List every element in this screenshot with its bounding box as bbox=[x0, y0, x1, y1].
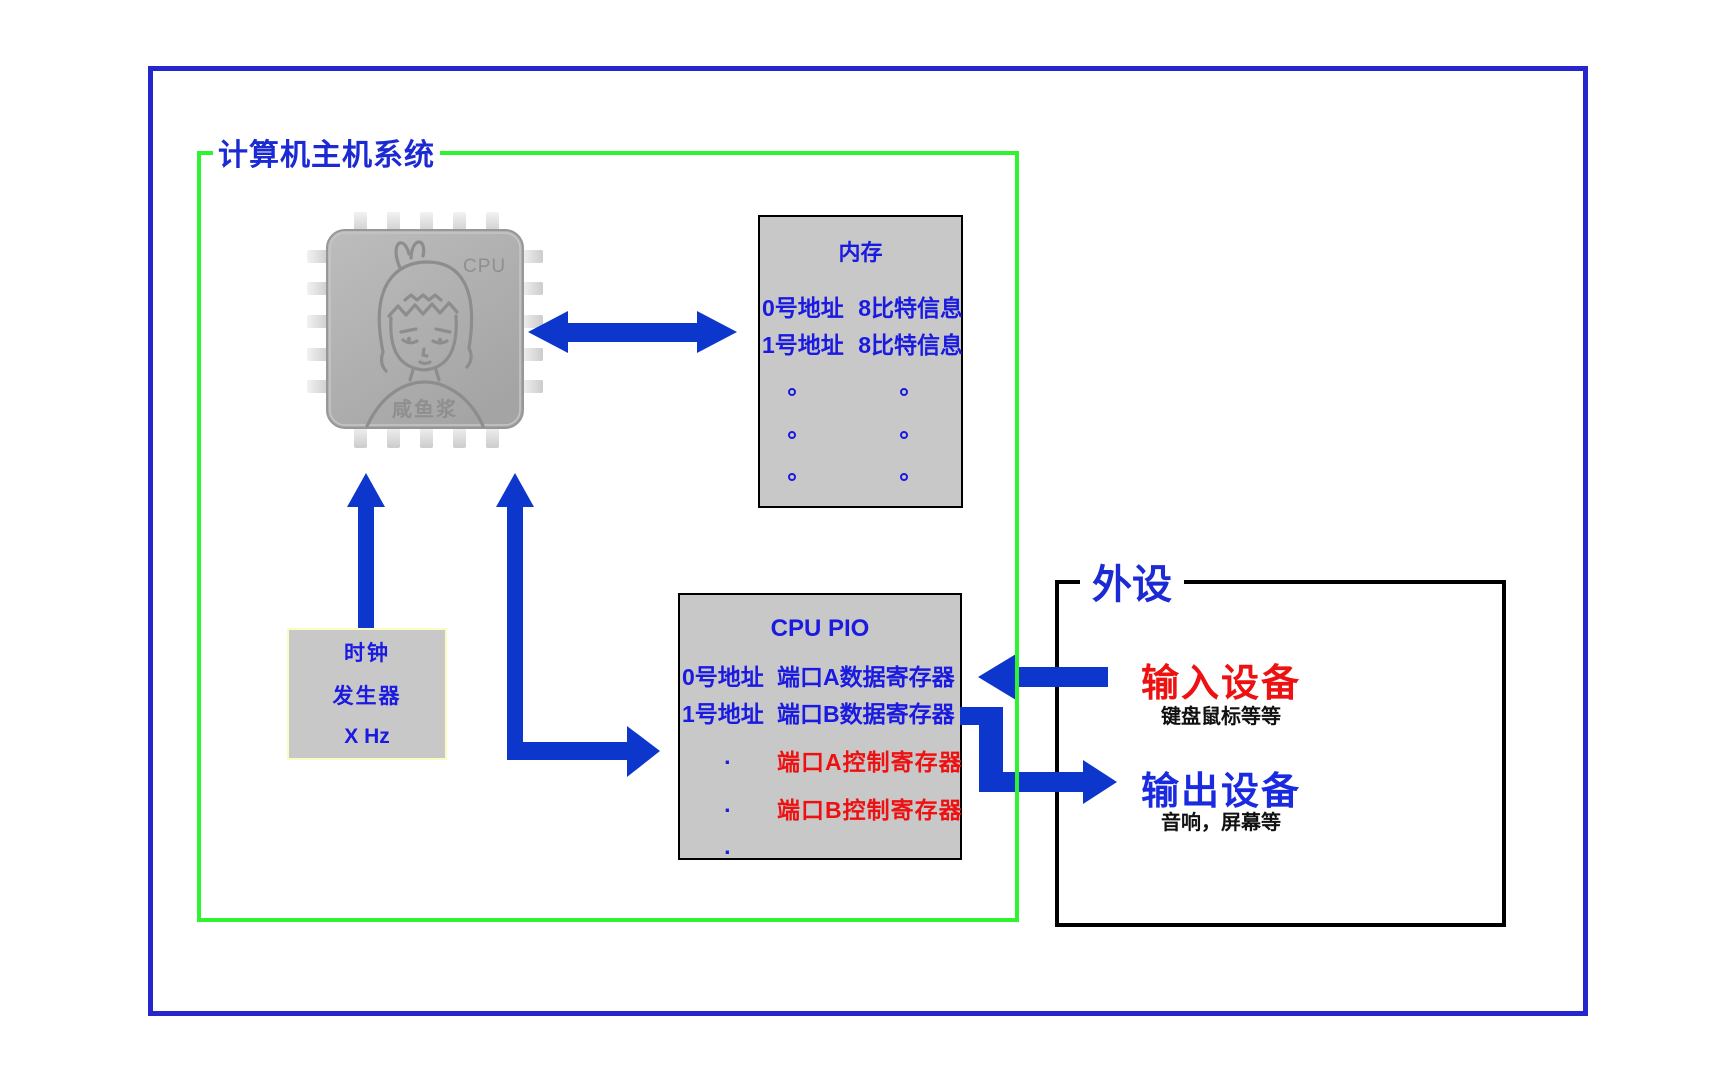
output-device-subtitle: 音响，屏幕等 bbox=[1161, 812, 1281, 834]
clock-generator-box: 时钟 发生器 X Hz bbox=[287, 628, 447, 760]
peripherals-frame bbox=[1055, 580, 1506, 927]
pio-row-1: 1号地址 端口B数据寄存器 bbox=[682, 699, 962, 729]
pio-row-1-register: 端口B数据寄存器 bbox=[777, 701, 955, 727]
pio-row-3: · 端口B控制寄存器 bbox=[682, 795, 962, 825]
memory-ellipsis-dot bbox=[900, 473, 908, 481]
pio-row-3-register: 端口B控制寄存器 bbox=[777, 797, 963, 823]
chip-cpu-label: CPU bbox=[463, 256, 507, 277]
memory-row-1-address: 1号地址 bbox=[762, 332, 844, 358]
host-system-label: 计算机主机系统 bbox=[213, 130, 440, 174]
input-device-subtitle: 键盘鼠标等等 bbox=[1161, 706, 1281, 728]
pio-row-0: 0号地址 端口A数据寄存器 bbox=[682, 662, 962, 692]
peripherals-label: 外设 bbox=[1080, 552, 1184, 610]
memory-title: 内存 bbox=[838, 240, 883, 265]
memory-row-1: 1号地址 8比特信息 bbox=[762, 330, 963, 360]
memory-ellipsis-dot bbox=[900, 431, 908, 439]
pio-row-2: · 端口A控制寄存器 bbox=[682, 747, 962, 777]
pio-row-4-dot: · bbox=[724, 839, 732, 865]
input-device-title: 输入设备 bbox=[1140, 663, 1301, 705]
cpu-chip: CPU 咸鱼浆 bbox=[305, 210, 545, 450]
memory-row-1-info: 8比特信息 bbox=[858, 332, 963, 358]
pio-row-0-address: 0号地址 bbox=[682, 664, 764, 690]
memory-ellipsis-dot bbox=[788, 388, 796, 396]
chip-pins-left bbox=[307, 250, 329, 393]
outer-blue-frame bbox=[148, 66, 1588, 1016]
pio-row-2-dot: · bbox=[724, 749, 732, 775]
chip-pins-right bbox=[521, 250, 543, 393]
memory-box: 内存 0号地址 8比特信息 1号地址 8比特信息 bbox=[758, 215, 963, 508]
cpu-pio-title: CPU PIO bbox=[770, 615, 870, 642]
chip-name-label: 咸鱼浆 bbox=[392, 399, 458, 421]
clock-line-2: 发生器 bbox=[332, 685, 402, 708]
memory-ellipsis-dot bbox=[788, 473, 796, 481]
memory-row-0: 0号地址 8比特信息 bbox=[762, 293, 963, 323]
output-device-title: 输出设备 bbox=[1140, 771, 1301, 813]
pio-row-1-address: 1号地址 bbox=[682, 701, 764, 727]
memory-row-0-info: 8比特信息 bbox=[858, 295, 963, 321]
chip-pins-top bbox=[354, 212, 499, 234]
clock-line-1: 时钟 bbox=[344, 642, 390, 665]
memory-row-0-address: 0号地址 bbox=[762, 295, 844, 321]
pio-row-0-register: 端口A数据寄存器 bbox=[777, 664, 955, 690]
pio-row-3-dot: · bbox=[724, 797, 732, 823]
chip-body bbox=[326, 229, 524, 429]
cpu-face-illustration bbox=[365, 240, 485, 428]
cpu-pio-box: CPU PIO 0号地址 端口A数据寄存器 1号地址 端口B数据寄存器 · 端口… bbox=[678, 593, 962, 865]
memory-ellipsis-dot bbox=[900, 388, 908, 396]
chip-pins-bottom bbox=[354, 426, 499, 448]
pio-row-2-register: 端口A控制寄存器 bbox=[777, 749, 963, 775]
memory-ellipsis-dot bbox=[788, 431, 796, 439]
clock-line-3: X Hz bbox=[344, 725, 390, 748]
pio-row-4: · bbox=[682, 837, 962, 867]
cpu-chip-graphic bbox=[307, 212, 543, 448]
